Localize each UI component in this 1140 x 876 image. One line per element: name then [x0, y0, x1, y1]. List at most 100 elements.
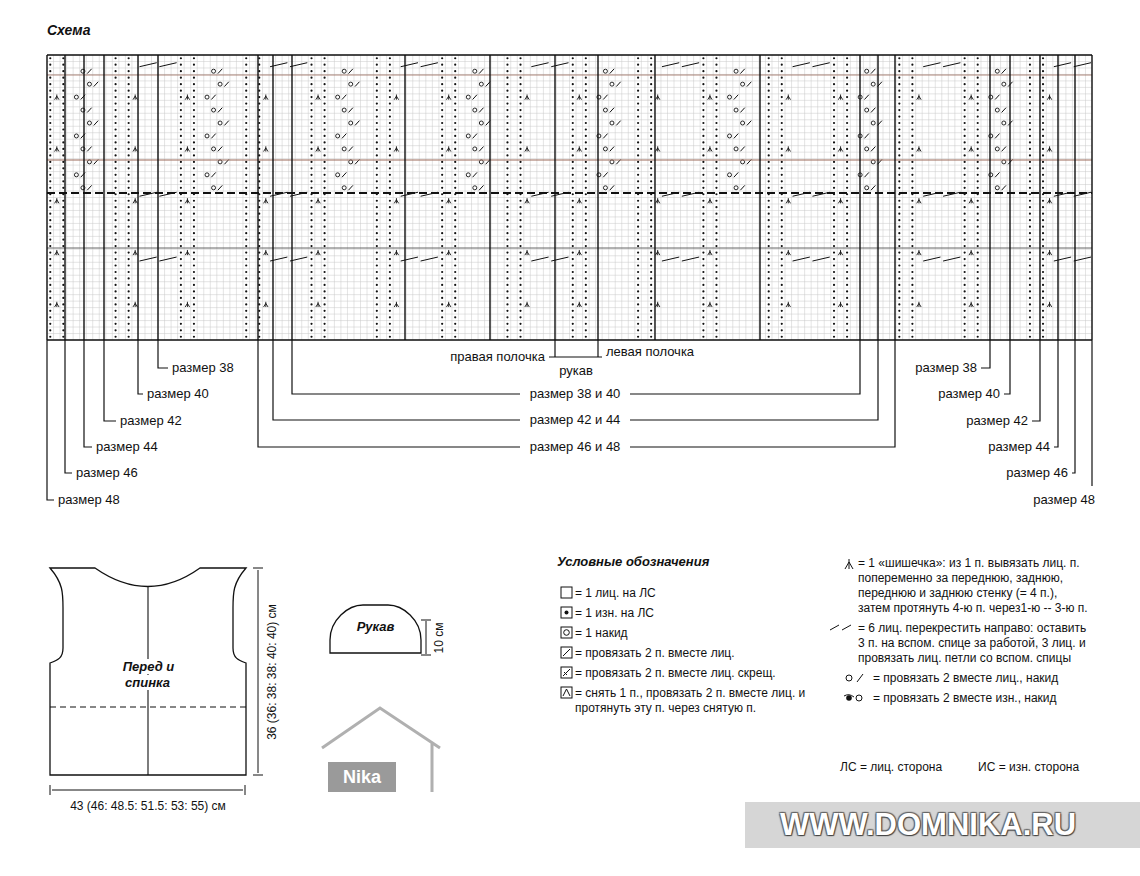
logo-roof [322, 708, 440, 792]
purl-dot [846, 206, 848, 208]
purl-dot [833, 316, 835, 318]
purl-dot [245, 57, 247, 59]
purl-dot [1029, 90, 1031, 92]
purl-dot [977, 154, 979, 156]
purl-dot [454, 239, 456, 241]
purl-dot [964, 323, 966, 325]
purl-dot [193, 232, 195, 234]
purl-dot [323, 167, 325, 169]
purl-dot [49, 180, 51, 182]
purl-dot [506, 226, 508, 228]
purl-dot [898, 206, 900, 208]
purl-dot [245, 200, 247, 202]
yarn-over-symbol [336, 173, 340, 177]
purl-dot [310, 271, 312, 273]
bobble-symbol [185, 302, 189, 307]
purl-dot [1042, 109, 1044, 111]
purl-dot [245, 109, 247, 111]
purl-dot [781, 303, 783, 305]
decrease-symbol [473, 95, 477, 100]
purl-dot [323, 323, 325, 325]
decrease-symbol [479, 69, 483, 74]
purl-dot [519, 70, 521, 72]
purl-dot [49, 219, 51, 221]
purl-dot [911, 154, 913, 156]
purl-dot [977, 167, 979, 169]
purl-dot [62, 77, 64, 79]
purl-dot [702, 226, 704, 228]
bobble-symbol [394, 250, 398, 255]
purl-dot [506, 102, 508, 104]
purl-dot [62, 90, 64, 92]
purl-dot [585, 90, 587, 92]
purl-dot [898, 297, 900, 299]
bobble-symbol [55, 198, 59, 203]
purl-dot [128, 277, 130, 279]
purl-dot [846, 316, 848, 318]
purl-dot [977, 64, 979, 66]
purl-dot [454, 271, 456, 273]
purl-dot [768, 180, 770, 182]
purl-dot [310, 115, 312, 117]
purl-dot [768, 336, 770, 338]
purl-dot [128, 128, 130, 130]
purl-dot [128, 336, 130, 338]
purl-dot [977, 174, 979, 176]
grid-line [47, 236, 1092, 237]
purl-dot [310, 102, 312, 104]
purl-dot [441, 141, 443, 143]
purl-dot [519, 258, 521, 260]
purl-dot [715, 77, 717, 79]
purl-dot [245, 329, 247, 331]
purl-dot [650, 303, 652, 305]
purl-dot [781, 180, 783, 182]
purl-dot [833, 141, 835, 143]
purl-dot [519, 167, 521, 169]
purl-dot [702, 316, 704, 318]
purl-dot [572, 271, 574, 273]
yarn-over-symbol [603, 147, 607, 151]
purl-dot [389, 90, 391, 92]
yarn-over-symbol [603, 108, 607, 112]
purl-dot [323, 219, 325, 221]
symbol-cell [561, 647, 572, 658]
purl-dot [128, 213, 130, 215]
purl-dot [702, 245, 704, 247]
purl-dot [585, 122, 587, 124]
purl-dot [114, 310, 116, 312]
purl-dot [702, 284, 704, 286]
purl-dot [310, 213, 312, 215]
purl-dot [323, 206, 325, 208]
purl-dot [180, 148, 182, 150]
legend-symbol [845, 559, 853, 569]
purl-dot [49, 174, 51, 176]
purl-dot [911, 290, 913, 292]
purl-dot [1042, 271, 1044, 273]
purl-dot [49, 77, 51, 79]
purl-dot [964, 122, 966, 124]
purl-dot [245, 284, 247, 286]
purl-dot [898, 122, 900, 124]
purl-dot [114, 251, 116, 253]
yarn-over-symbol [473, 69, 477, 73]
purl-dot [977, 239, 979, 241]
purl-dot [833, 128, 835, 130]
purl-dot [715, 316, 717, 318]
yarn-over-symbol [995, 69, 999, 73]
purl-dot [180, 180, 182, 182]
purl-dot [245, 290, 247, 292]
purl-dot [114, 77, 116, 79]
purl-dot [637, 200, 639, 202]
purl-dot [715, 219, 717, 221]
purl-dot [898, 226, 900, 228]
purl-dot [62, 277, 64, 279]
purl-dot [519, 161, 521, 163]
purl-dot [911, 258, 913, 260]
purl-dot [964, 135, 966, 137]
purl-dot [519, 290, 521, 292]
watermark: Nika [343, 766, 381, 788]
purl-dot [62, 323, 64, 325]
yarn-over-symbol [212, 69, 216, 73]
size-boundary [157, 55, 158, 340]
